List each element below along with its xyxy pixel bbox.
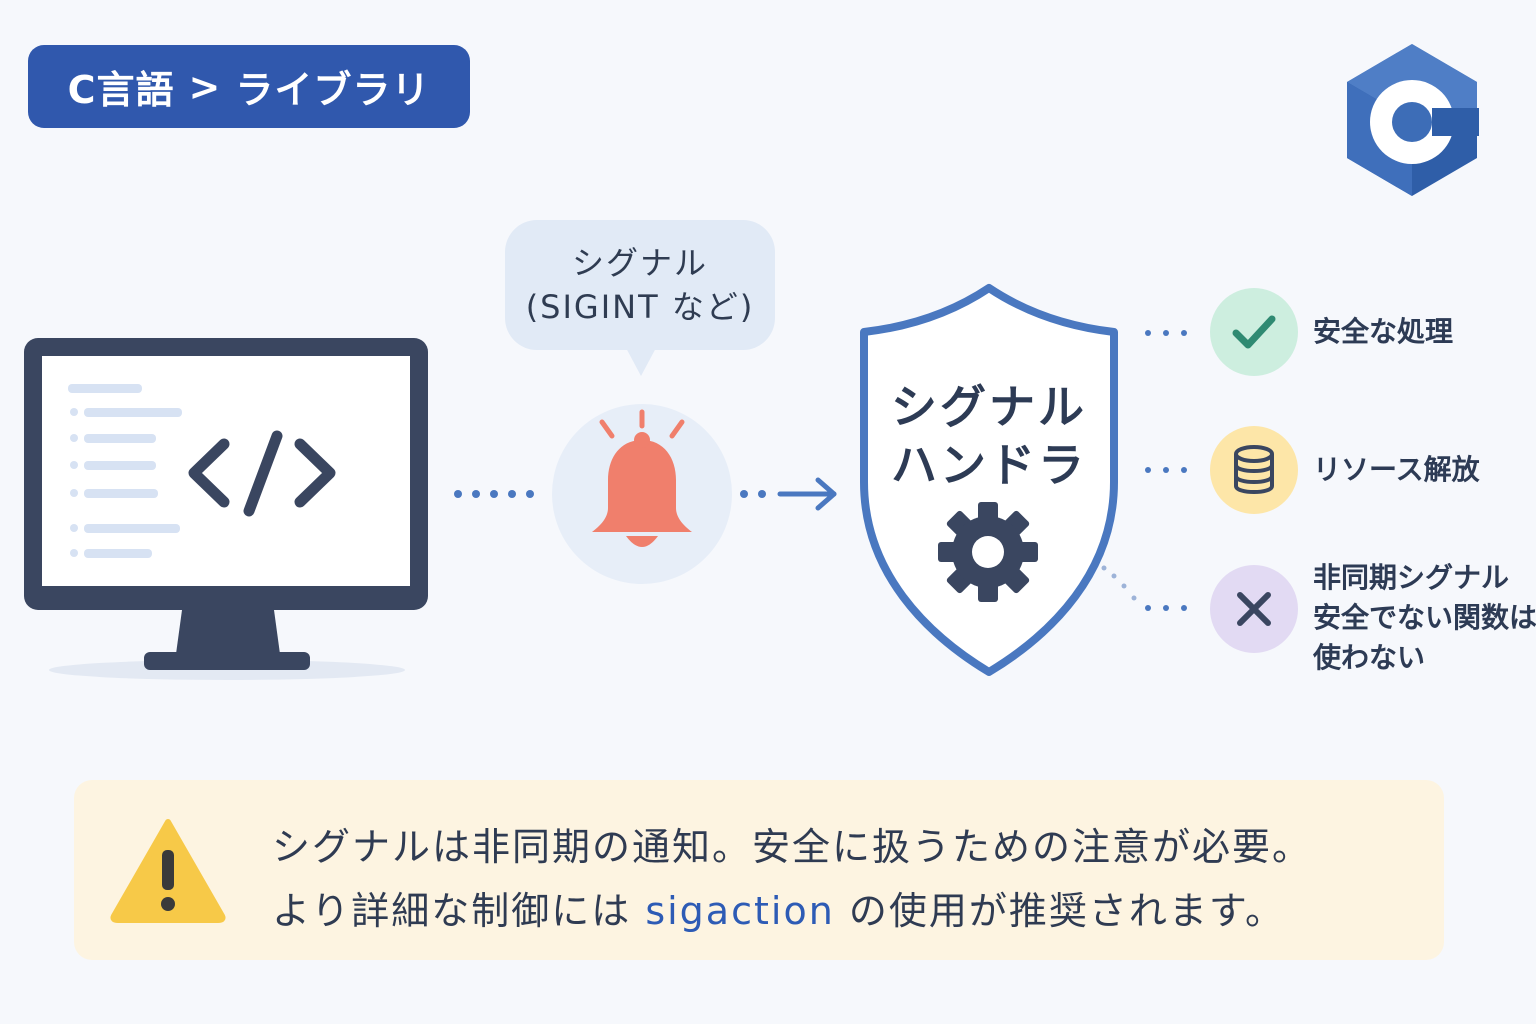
gear-icon bbox=[938, 502, 1038, 602]
warning-icon bbox=[110, 819, 226, 923]
option-label-line: 使わない bbox=[1313, 641, 1426, 674]
signal-bubble-tail bbox=[625, 346, 657, 376]
option-label-line: 安全でない関数は bbox=[1313, 601, 1536, 634]
option-safe-processing bbox=[1210, 288, 1298, 376]
connector-dots-left bbox=[454, 490, 534, 498]
signal-handler-line1: シグナル bbox=[891, 380, 1087, 434]
x-icon bbox=[1237, 592, 1271, 626]
database-icon bbox=[1234, 445, 1274, 494]
c-language-logo-icon bbox=[1347, 44, 1479, 196]
option-resource-release bbox=[1210, 426, 1298, 514]
signal-handler-line2: ハンドラ bbox=[891, 438, 1087, 492]
breadcrumb-section[interactable]: ライブラリ bbox=[235, 68, 431, 112]
arrow-right-icon bbox=[740, 477, 837, 511]
option-resource-release-label: リソース解放 bbox=[1313, 453, 1480, 486]
option-label-line: 非同期シグナル bbox=[1313, 561, 1510, 594]
signal-bubble: シグナル (SIGINT など) bbox=[505, 220, 775, 350]
computer-monitor-icon bbox=[24, 338, 428, 680]
notice-line-1: シグナルは非同期の通知。安全に扱うための注意が必要。 bbox=[272, 825, 1313, 869]
option-safe-processing-label: 安全な処理 bbox=[1313, 315, 1454, 348]
option-avoid-unsafe-functions-label: 非同期シグナル 安全でない関数は 使わない bbox=[1313, 558, 1536, 678]
breadcrumb-language[interactable]: C言語 bbox=[67, 68, 175, 112]
shield-icon bbox=[860, 284, 1118, 676]
check-icon bbox=[1232, 315, 1276, 349]
breadcrumb-separator: > bbox=[188, 64, 222, 109]
option-connectors bbox=[1101, 330, 1187, 611]
signal-bubble-title: シグナル bbox=[571, 244, 708, 282]
notice-line-2-pre: より詳細な制御には bbox=[272, 889, 646, 933]
signal-handler-label: シグナル ハンドラ bbox=[856, 378, 1122, 494]
breadcrumb[interactable]: C言語 > ライブラリ bbox=[28, 45, 470, 128]
sigaction-keyword: sigaction bbox=[645, 889, 835, 933]
signal-bubble-subtitle: (SIGINT など) bbox=[525, 288, 755, 326]
notice-box bbox=[74, 780, 1444, 960]
option-avoid-unsafe-functions bbox=[1210, 565, 1298, 653]
bell-icon bbox=[552, 404, 732, 584]
notice-line-2-post: の使用が推奨されます。 bbox=[834, 889, 1286, 933]
notice-line-2: より詳細な制御には sigaction の使用が推奨されます。 bbox=[272, 880, 1285, 935]
